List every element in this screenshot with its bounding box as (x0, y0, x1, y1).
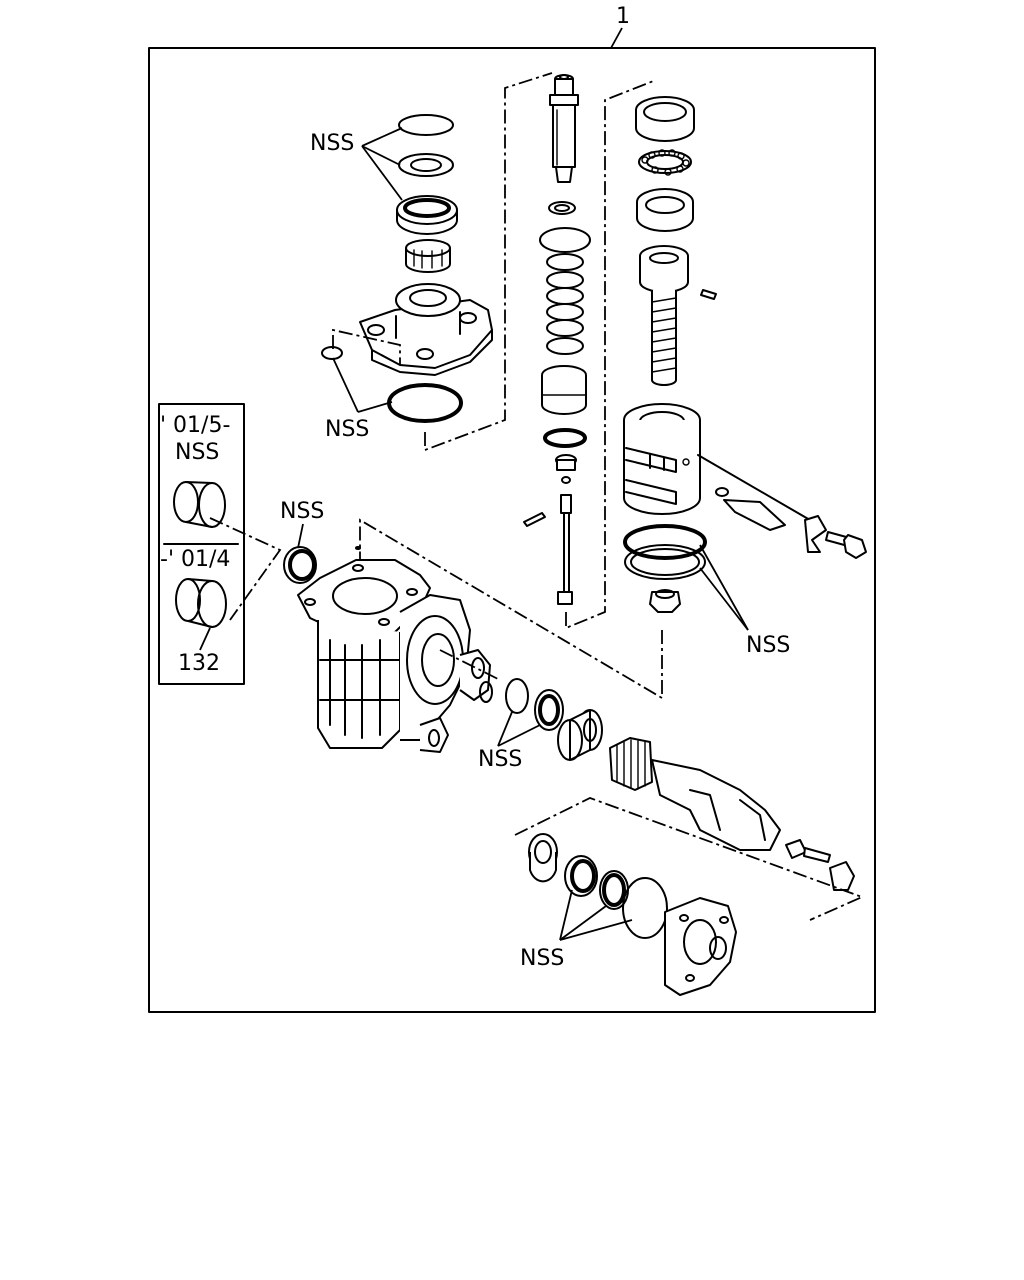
upper-bearing-race (635, 96, 695, 142)
sector-seals (505, 678, 564, 731)
small-o-ring (321, 346, 343, 360)
side-cover (664, 897, 737, 996)
assembly-ref-leader (610, 27, 623, 49)
nss-label-seal-left: NSS (280, 499, 324, 524)
sector-needle-bearing (557, 709, 603, 761)
inset-nss-label: NSS (175, 440, 219, 465)
nss-label-bottom-seals: NSS (520, 946, 564, 971)
worm-pin (700, 289, 717, 300)
nss-label-housing-oring: NSS (325, 417, 369, 442)
gear-housing (297, 546, 493, 753)
piston-ring-2 (624, 544, 706, 580)
ball-guide (723, 499, 786, 531)
adjuster-plug (649, 589, 681, 613)
ball-bearing (638, 149, 692, 176)
center-o-ring (543, 428, 587, 448)
piston-ring-1 (623, 524, 707, 560)
lower-seals (564, 855, 668, 939)
sector-shaft (609, 737, 781, 851)
adjust-screw (785, 839, 855, 891)
clamp-bolt (825, 531, 867, 559)
lower-bearing-race (636, 188, 694, 232)
needle-bearing-upper (405, 239, 451, 273)
assembly-ref-label: 1 (616, 4, 630, 29)
seal-old-type (175, 578, 227, 628)
torsion-bar (555, 454, 577, 605)
valve-sleeve (541, 365, 587, 415)
ball-nut-piston (623, 403, 701, 515)
nss-label-sector-seals: NSS (478, 747, 522, 772)
upper-seal-stack (396, 114, 458, 235)
lower-needle-bearing (528, 833, 558, 883)
sector-shaft-seal (283, 546, 317, 584)
assembly-frame (148, 47, 876, 1013)
guide-clamp (804, 515, 827, 553)
seal-variant-inset (158, 403, 245, 685)
inset-date-old: -' 01/4 (160, 547, 230, 572)
housing-o-ring (387, 383, 463, 423)
nss-label-top-left: NSS (310, 131, 354, 156)
worm-shaft (639, 245, 689, 386)
seal-new-type (173, 481, 226, 528)
inset-part-number: 132 (178, 651, 220, 676)
nss-label-right-rings: NSS (746, 633, 790, 658)
inset-date-new: ' 01/5- (160, 413, 230, 438)
small-pin-left (523, 512, 546, 527)
input-shaft (549, 74, 579, 183)
center-rings (539, 201, 591, 355)
valve-housing-cover (359, 283, 493, 376)
